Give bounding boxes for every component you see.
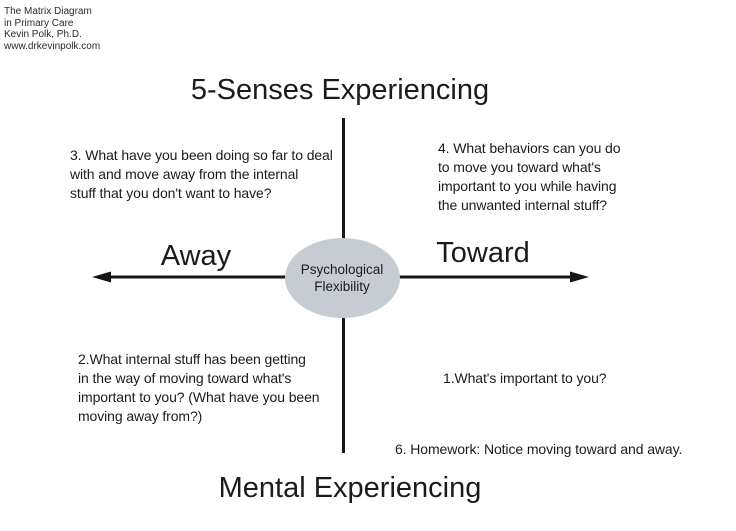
top-axis-label: 5-Senses Experiencing	[190, 74, 490, 106]
quadrant-3-line: stuff that you don't want to have?	[70, 185, 272, 201]
attribution-line: Kevin Polk, Ph.D.	[4, 29, 82, 40]
quadrant-2-line: 2.What internal stuff has been getting	[78, 351, 306, 367]
center-label: Psychological Flexibility	[285, 238, 399, 318]
quadrant-3-line: with and move away from the internal	[70, 166, 299, 182]
quadrant-4-line: important to you while having	[438, 178, 617, 194]
attribution-link: www.drkevinpolk.com	[4, 40, 101, 52]
left-arrowhead-icon	[92, 271, 111, 283]
attribution-line: The Matrix Diagram	[4, 6, 92, 17]
quadrant-4-line: the unwanted internal stuff?	[438, 197, 607, 213]
center-label-line: Flexibility	[314, 279, 370, 294]
quadrant-2-line: in the way of moving toward what's	[78, 370, 292, 386]
quadrant-2-line: moving away from?)	[78, 408, 203, 424]
left-axis-label: Away	[160, 240, 232, 272]
homework-text: 6. Homework: Notice moving toward and aw…	[395, 441, 683, 457]
quadrant-4-line: to move you toward what's	[438, 159, 601, 175]
quadrant-2-text: 2.What internal stuff has been getting i…	[78, 350, 320, 426]
quadrant-3-text: 3. What have you been doing so far to de…	[70, 146, 333, 203]
quadrant-2-line: important to you? (What have you been	[78, 389, 320, 405]
quadrant-3-line: 3. What have you been doing so far to de…	[70, 147, 333, 163]
quadrant-1-text: 1.What's important to you?	[443, 370, 607, 386]
center-ellipse	[285, 238, 400, 318]
attribution: The Matrix Diagram in Primary Care Kevin…	[4, 6, 100, 52]
quadrant-4-text: 4. What behaviors can you do to move you…	[438, 139, 621, 215]
right-axis-label: Toward	[436, 237, 530, 269]
attribution-line: in Primary Care	[4, 17, 74, 29]
bottom-axis-label: Mental Experiencing	[218, 472, 482, 504]
right-arrowhead-icon	[570, 271, 589, 283]
center-label-line: Psychological	[300, 262, 384, 277]
quadrant-4-line: 4. What behaviors can you do	[438, 140, 621, 156]
